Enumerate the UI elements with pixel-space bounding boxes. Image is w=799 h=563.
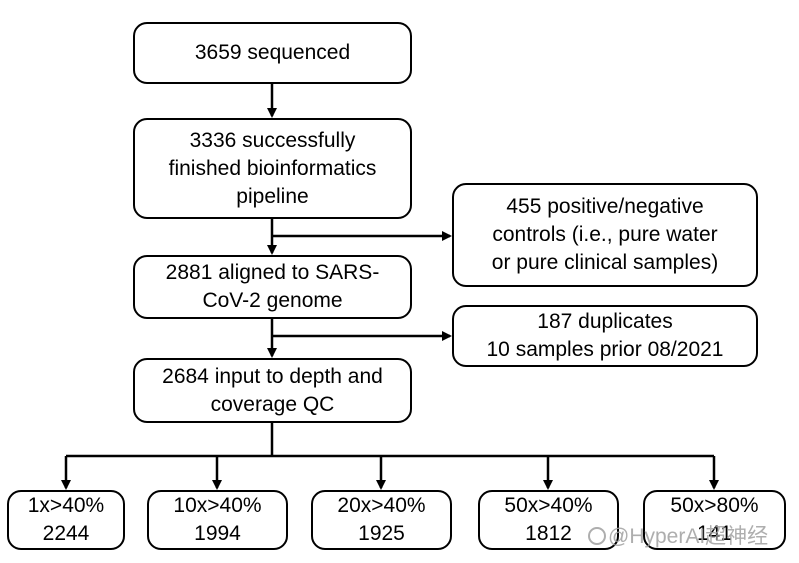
duplicates-line-2: 10 samples prior 08/2021 (486, 338, 724, 361)
qc-result-criterion: 50x>40% (504, 494, 593, 517)
controls-line-1: 455 positive/negative (506, 195, 704, 218)
sequenced-label: 3659 sequenced (194, 41, 351, 64)
watermark: @HyperAI超神经 (588, 520, 768, 550)
sequenced-box: 3659 sequenced (133, 22, 412, 84)
controls-line-3: or pure clinical samples) (491, 251, 719, 274)
qc-result-box-2: 10x>40% 1994 (147, 490, 288, 550)
pipeline-line-1: 3336 successfully (189, 128, 356, 152)
watermark-text: @HyperAI超神经 (608, 525, 769, 548)
pipeline-box: 3336 successfully finished bioinformatic… (133, 118, 412, 219)
qc-result-criterion: 50x>80% (670, 494, 759, 517)
qc-result-count: 1994 (194, 522, 241, 545)
qc-result-count: 141 (696, 522, 733, 545)
qc-input-line-2: coverage QC (210, 392, 335, 416)
aligned-line-2: CoV-2 genome (202, 289, 343, 312)
aligned-box: 2881 aligned to SARS- CoV-2 genome (133, 255, 412, 319)
pipeline-line-2: finished bioinformatics (168, 156, 377, 180)
duplicates-line-1: 187 duplicates (537, 310, 673, 333)
controls-line-2: controls (i.e., pure water (492, 223, 718, 246)
pipeline-line-3: pipeline (236, 184, 309, 208)
qc-result-count: 2244 (42, 522, 90, 545)
qc-result-box-1: 1x>40% 2244 (7, 490, 125, 550)
qc-result-criterion: 20x>40% (337, 494, 426, 517)
controls-box: 455 positive/negative controls (i.e., pu… (452, 183, 758, 287)
qc-result-box-5: 50x>80% 141 (643, 490, 786, 550)
qc-result-box-3: 20x>40% 1925 (311, 490, 452, 550)
qc-input-box: 2684 input to depth and coverage QC (133, 358, 412, 423)
qc-result-criterion: 1x>40% (27, 494, 105, 517)
qc-result-criterion: 10x>40% (173, 494, 262, 517)
watermark-logo-icon (588, 527, 606, 545)
qc-result-count: 1812 (525, 522, 572, 545)
qc-result-count: 1925 (358, 522, 405, 545)
aligned-line-1: 2881 aligned to SARS- (165, 261, 380, 284)
duplicates-box: 187 duplicates 10 samples prior 08/2021 (452, 305, 758, 367)
qc-input-line-1: 2684 input to depth and (162, 364, 383, 388)
